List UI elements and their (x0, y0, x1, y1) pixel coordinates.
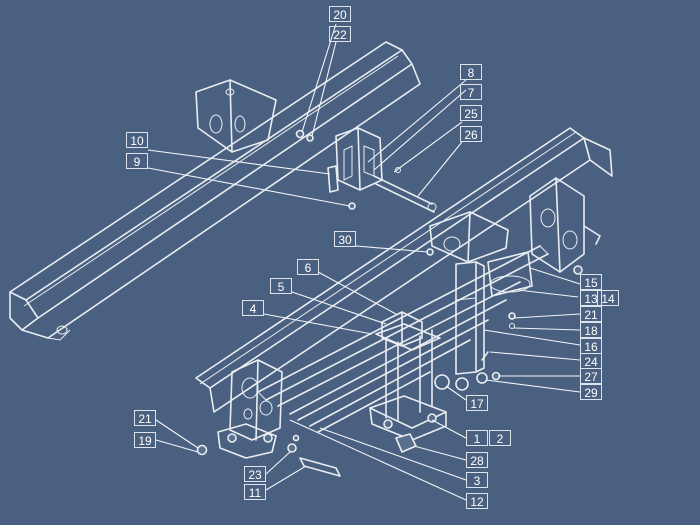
callout-11: 11 (244, 484, 266, 500)
shock-absorber (429, 211, 533, 391)
callout-2: 2 (489, 430, 511, 446)
callout-25: 25 (460, 105, 482, 121)
callout-8: 8 (460, 64, 482, 80)
callout-4: 4 (242, 300, 264, 316)
callout-19: 19 (134, 432, 156, 448)
callout-7: 7 (460, 84, 482, 100)
callout-17: 17 (466, 395, 488, 411)
callout-24: 24 (580, 353, 602, 369)
callout-30: 30 (334, 231, 356, 247)
upper-frame-rail (9, 41, 421, 341)
callout-10: 10 (126, 132, 148, 148)
callout-21-right: 21 (580, 306, 602, 322)
callout-3: 3 (466, 472, 488, 488)
callout-5: 5 (270, 278, 292, 294)
callout-20: 20 (329, 6, 351, 22)
callout-26: 26 (460, 126, 482, 142)
front-spring-hanger (217, 359, 283, 459)
callout-22: 22 (329, 26, 351, 42)
callout-1: 1 (466, 430, 488, 446)
callout-27: 27 (580, 368, 602, 384)
callout-9: 9 (126, 153, 148, 169)
callout-21-left: 21 (134, 410, 156, 426)
loose-parts (196, 248, 434, 477)
axle-clamp-assembly (369, 311, 447, 453)
callout-14: 14 (597, 290, 619, 306)
callout-16: 16 (580, 338, 602, 354)
callout-18: 18 (580, 322, 602, 338)
callout-29: 29 (580, 384, 602, 400)
lower-frame-rail (195, 127, 613, 413)
callout-23: 23 (244, 466, 266, 482)
callout-15: 15 (580, 274, 602, 290)
rear-spring-hanger (529, 177, 601, 275)
callout-13: 13 (580, 290, 602, 306)
callout-6: 6 (297, 259, 319, 275)
upper-shackle-bracket (295, 127, 437, 213)
leader-lines (147, 23, 581, 501)
callout-12: 12 (466, 493, 488, 509)
callout-28: 28 (466, 452, 488, 468)
